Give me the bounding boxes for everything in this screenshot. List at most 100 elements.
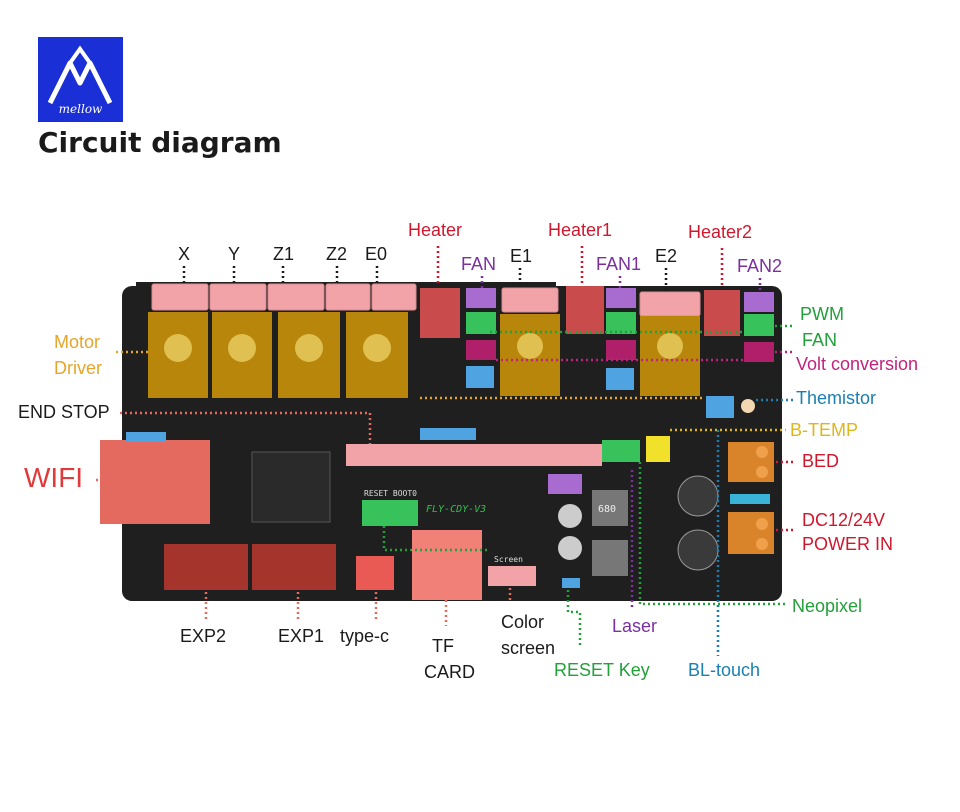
label-bed: BED — [802, 451, 840, 471]
label-exp2: EXP2 — [180, 626, 227, 646]
stepper-headers — [151, 283, 701, 317]
label-y: Y — [228, 244, 241, 264]
header-e2 — [639, 291, 701, 317]
label-fan2: FAN2 — [737, 256, 783, 276]
exp2-header — [164, 544, 248, 590]
board-model-silkscreen: FLY-CDY-V3 — [426, 504, 486, 515]
laser-header — [602, 440, 640, 462]
heater2-conn — [704, 290, 740, 336]
label-pwm-fan: FAN — [802, 330, 838, 350]
thermistor — [706, 396, 734, 418]
pwm-fan-connectors — [466, 312, 774, 336]
inductor — [592, 490, 628, 526]
pwm-fan — [744, 314, 774, 336]
inductor-silkscreen: 680 — [598, 504, 616, 515]
reset-boot-silkscreen: RESET BOOT0 — [364, 489, 417, 498]
label-e2: E2 — [655, 246, 678, 266]
header-e1 — [501, 287, 559, 313]
label-driver: Driver — [54, 358, 102, 378]
inductor — [592, 540, 628, 576]
heater1-conn — [566, 286, 604, 334]
label-themistor: Themistor — [796, 388, 877, 408]
label-e0: E0 — [365, 244, 388, 264]
label-heater1: Heater1 — [548, 220, 613, 240]
label-e1: E1 — [510, 246, 533, 266]
pwm-fan — [606, 312, 636, 334]
label-reset-key: RESET Key — [554, 660, 650, 680]
thermistor-connectors — [466, 366, 734, 418]
leader-reset-key — [566, 590, 582, 646]
fan-connectors — [466, 288, 774, 312]
bed-terminal — [728, 442, 774, 482]
reset-key — [562, 578, 580, 588]
color-screen-header — [488, 566, 536, 586]
label-dc-power: DC12/24V — [802, 510, 886, 530]
driver-cap — [517, 333, 543, 359]
volt-jumper — [606, 340, 636, 360]
label-tf: TF — [432, 636, 454, 656]
label-fan: FAN — [461, 254, 497, 274]
fuse — [730, 494, 770, 504]
type-c-port — [356, 556, 394, 590]
volt-jumpers — [466, 340, 774, 362]
header-e0 — [371, 283, 417, 311]
terminal-screw — [756, 446, 768, 458]
volt-jumper — [466, 340, 496, 360]
label-btemp: B-TEMP — [790, 420, 859, 440]
header-y — [209, 283, 267, 311]
b-temp-connector — [646, 436, 670, 462]
driver-cap — [164, 334, 192, 362]
label-power-in: POWER IN — [802, 534, 894, 554]
header-z2 — [325, 283, 371, 311]
fan-conn — [466, 288, 496, 308]
label-pwm: PWM — [800, 304, 844, 324]
screen-silkscreen: Screen — [494, 555, 523, 564]
driver-cap — [228, 334, 256, 362]
exp1-header — [252, 544, 336, 590]
mcu-chip — [251, 451, 331, 523]
label-z1: Z1 — [273, 244, 295, 264]
fan1-conn — [606, 288, 636, 308]
capacitor — [558, 504, 582, 528]
big-capacitor — [677, 475, 719, 517]
motor-drivers — [148, 312, 700, 398]
label-fan1: FAN1 — [596, 254, 642, 274]
terminal-screw — [756, 518, 768, 530]
label-screen: screen — [501, 638, 556, 658]
terminal-screw — [756, 466, 768, 478]
label-neopixel: Neopixel — [792, 596, 863, 616]
label-end-stop: END STOP — [18, 402, 110, 422]
reset-boot-header — [362, 500, 418, 526]
bl-touch-header — [420, 428, 476, 440]
terminal-screw — [756, 538, 768, 550]
thermistor — [606, 368, 634, 390]
driver-cap — [363, 334, 391, 362]
laser-connector — [548, 474, 582, 494]
label-laser: Laser — [612, 616, 658, 636]
wifi-module — [100, 440, 210, 524]
end-stop-strip — [346, 444, 602, 466]
label-bl-touch: BL-touch — [688, 660, 761, 680]
label-heater2: Heater2 — [688, 222, 753, 242]
fan2-conn — [744, 292, 774, 312]
label-type-c: type-c — [340, 626, 390, 646]
big-capacitor — [677, 529, 719, 571]
label-x: X — [178, 244, 191, 264]
page-title: Circuit diagram — [38, 126, 282, 159]
mellow-logo: mellow — [38, 37, 123, 122]
power-terminal — [728, 512, 774, 554]
label-z2: Z2 — [326, 244, 348, 264]
label-motor: Motor — [54, 332, 101, 352]
label-wifi: WIFI — [24, 462, 84, 493]
logo-text: mellow — [58, 102, 103, 116]
heater-conn — [420, 288, 460, 338]
heater-connectors — [420, 286, 740, 338]
thermistor — [466, 366, 494, 388]
driver-cap — [657, 333, 683, 359]
tf-card-slot — [412, 530, 482, 600]
driver-cap — [295, 334, 323, 362]
pwm-fan — [466, 312, 496, 334]
header-x — [151, 283, 209, 311]
capacitor — [558, 536, 582, 560]
